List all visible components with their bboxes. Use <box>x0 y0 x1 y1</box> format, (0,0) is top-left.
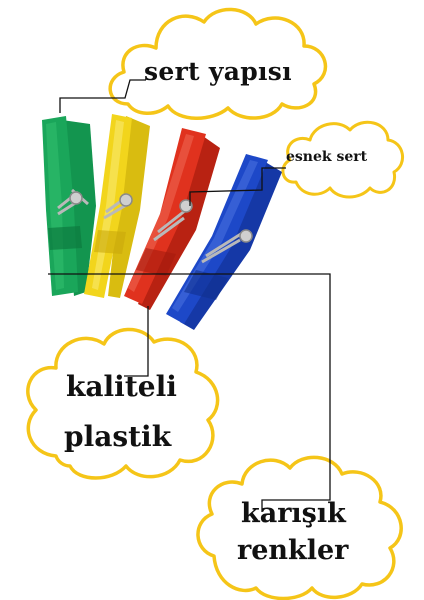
spring-yellow <box>103 193 133 220</box>
cloud-callout-quality <box>26 327 220 480</box>
leader-line-flexible <box>189 167 286 206</box>
spring-green <box>57 188 89 216</box>
label-mixed-line2: renkler <box>237 535 349 566</box>
leader-line-quality <box>124 306 149 377</box>
label-flexible-hard: esnek sert <box>286 149 368 165</box>
cloud-callout-hard-structure <box>108 7 328 120</box>
leader-line-hard-structure <box>59 79 146 113</box>
label-mixed-line1: karışık <box>241 498 346 529</box>
cloud-callout-mixed-colors <box>196 455 403 600</box>
clothespin-yellow <box>84 114 150 298</box>
label-quality-line2: plastik <box>64 420 172 453</box>
spring-blue <box>201 229 253 264</box>
label-hard-structure: sert yapısı <box>144 57 292 86</box>
cloud-callout-flexible <box>281 120 404 199</box>
leader-line-mixed-colors <box>48 273 331 512</box>
spring-red <box>153 199 193 242</box>
label-quality-line1: kaliteli <box>66 370 177 403</box>
